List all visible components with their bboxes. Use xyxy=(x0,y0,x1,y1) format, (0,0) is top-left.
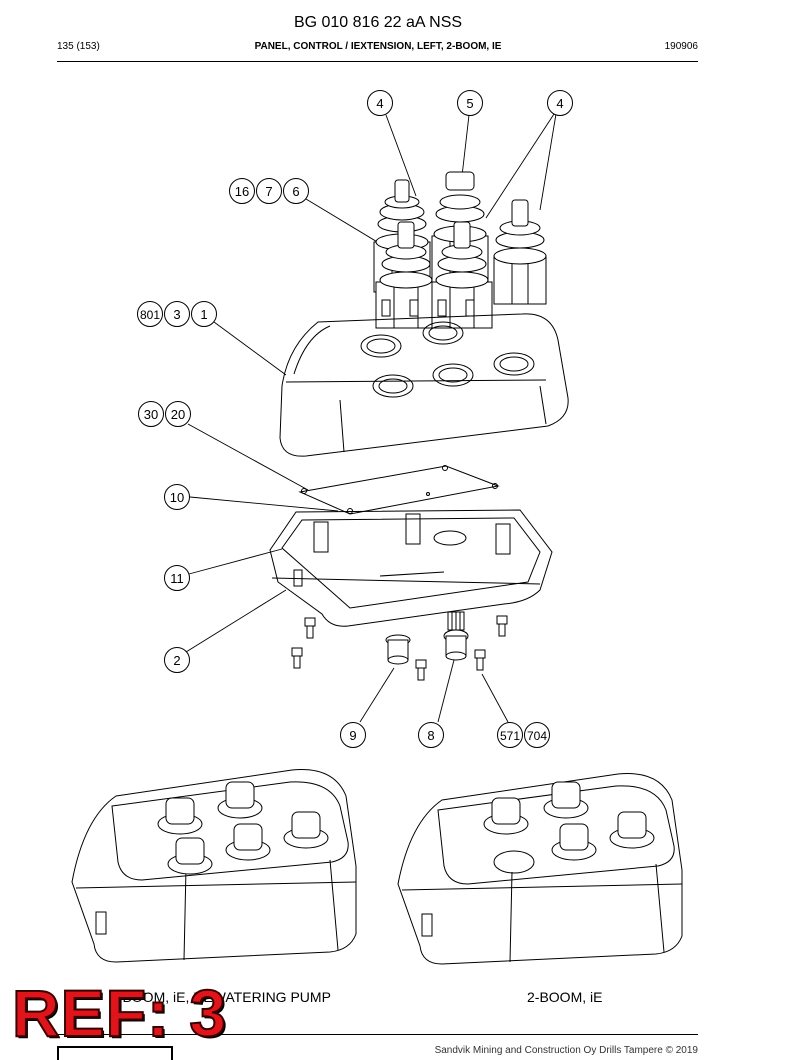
switch-assemblies xyxy=(373,171,547,329)
base-housing xyxy=(269,509,553,627)
svg-text:571: 571 xyxy=(500,729,520,743)
svg-text:30: 30 xyxy=(144,407,158,422)
svg-text:5: 5 xyxy=(466,96,473,111)
fasteners xyxy=(291,611,508,681)
svg-text:3: 3 xyxy=(173,307,180,322)
ref-stamp: REF: 3 xyxy=(11,976,228,1050)
callout-4-right: 4 xyxy=(547,90,573,116)
callout-6: 6 xyxy=(283,178,309,204)
copyright-footer: Sandvik Mining and Construction Oy Drill… xyxy=(434,1045,698,1056)
callout-11: 11 xyxy=(164,565,190,591)
assembly-view-2-boom xyxy=(397,773,683,965)
callout-7: 7 xyxy=(256,178,282,204)
svg-text:9: 9 xyxy=(349,728,356,743)
callout-704: 704 xyxy=(524,722,550,748)
caption-left-view: 2-BOOM, iE, DEWATERING PUMP xyxy=(110,989,331,1005)
svg-text:7: 7 xyxy=(265,184,272,199)
svg-text:704: 704 xyxy=(527,729,547,743)
callout-9: 9 xyxy=(340,722,366,748)
mounting-plate xyxy=(298,465,500,515)
callout-20: 20 xyxy=(165,401,191,427)
callout-571: 571 xyxy=(497,722,523,748)
header-rule xyxy=(57,61,698,62)
document-code: 190906 xyxy=(664,41,698,52)
callout-10: 10 xyxy=(164,484,190,510)
svg-text:4: 4 xyxy=(376,96,383,111)
svg-text:20: 20 xyxy=(171,407,185,422)
callout-4-left: 4 xyxy=(367,90,393,116)
assembly-view-dewatering xyxy=(71,769,357,963)
leader-lines xyxy=(185,113,557,723)
callout-5: 5 xyxy=(457,90,483,116)
svg-text:801: 801 xyxy=(140,308,160,322)
page-number: 135 (153) xyxy=(57,41,100,52)
svg-text:4: 4 xyxy=(556,96,563,111)
svg-text:8: 8 xyxy=(427,728,434,743)
callout-30: 30 xyxy=(138,401,164,427)
document-title: BG 010 816 22 aA NSS xyxy=(293,14,463,31)
footer-rule xyxy=(57,1034,698,1035)
callout-2: 2 xyxy=(164,647,190,673)
svg-text:16: 16 xyxy=(235,184,249,199)
svg-text:10: 10 xyxy=(170,490,184,505)
callout-16: 16 xyxy=(229,178,255,204)
callout-1: 1 xyxy=(191,301,217,327)
svg-text:11: 11 xyxy=(170,571,184,586)
svg-text:6: 6 xyxy=(292,184,299,199)
callout-3: 3 xyxy=(164,301,190,327)
callout-8: 8 xyxy=(418,722,444,748)
section-title: PANEL, CONTROL / IEXTENSION, LEFT, 2-BOO… xyxy=(254,41,502,52)
svg-text:2: 2 xyxy=(173,653,180,668)
caption-right-view: 2-BOOM, iE xyxy=(527,989,603,1005)
svg-text:1: 1 xyxy=(200,307,207,322)
callouts: 4 5 4 16 7 6 801 3 1 30 20 10 11 2 9 8 5… xyxy=(137,90,573,748)
callout-801: 801 xyxy=(137,301,163,327)
panel-cover xyxy=(279,313,569,457)
